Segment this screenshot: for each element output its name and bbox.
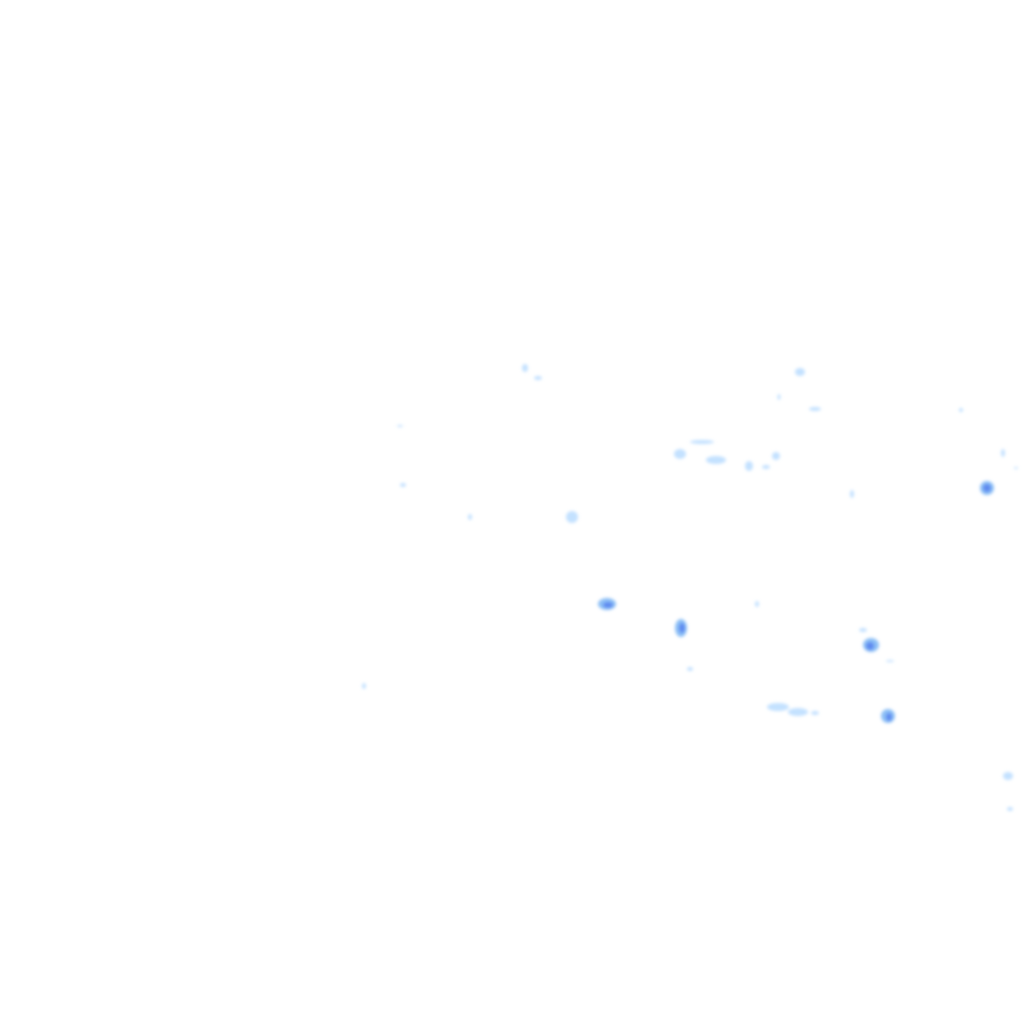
- radar-echo: [795, 368, 805, 376]
- radar-echo: [959, 408, 963, 412]
- radar-echo-core: [679, 623, 685, 633]
- radar-echo: [859, 628, 867, 632]
- radar-echo-core: [866, 642, 874, 650]
- radar-echo: [745, 461, 753, 471]
- radar-echo: [468, 514, 472, 520]
- radar-echo: [850, 490, 854, 498]
- radar-echo: [534, 376, 542, 380]
- radar-echo: [690, 440, 714, 444]
- radar-echo: [811, 711, 819, 715]
- radar-echo-core: [603, 602, 613, 608]
- radar-echo: [400, 483, 406, 487]
- radar-echo: [767, 703, 789, 711]
- radar-echo: [755, 601, 759, 607]
- radar-echo: [1014, 467, 1018, 469]
- radar-echo-core: [886, 713, 892, 721]
- radar-echo: [1001, 449, 1005, 457]
- radar-echo: [522, 364, 528, 372]
- radar-echo: [886, 660, 894, 662]
- radar-echo: [762, 465, 770, 469]
- radar-echo: [706, 456, 726, 464]
- radar-echo: [1007, 807, 1013, 811]
- radar-echo: [674, 449, 686, 459]
- radar-echo: [362, 683, 366, 689]
- radar-echo-core: [983, 484, 991, 492]
- radar-echo: [687, 667, 693, 671]
- radar-echo: [788, 708, 808, 716]
- radar-echo: [566, 511, 578, 523]
- radar-echo: [397, 425, 403, 427]
- radar-echo: [772, 452, 780, 460]
- radar-echo: [809, 407, 821, 411]
- radar-echo: [777, 394, 781, 400]
- radar-echo: [1003, 772, 1013, 780]
